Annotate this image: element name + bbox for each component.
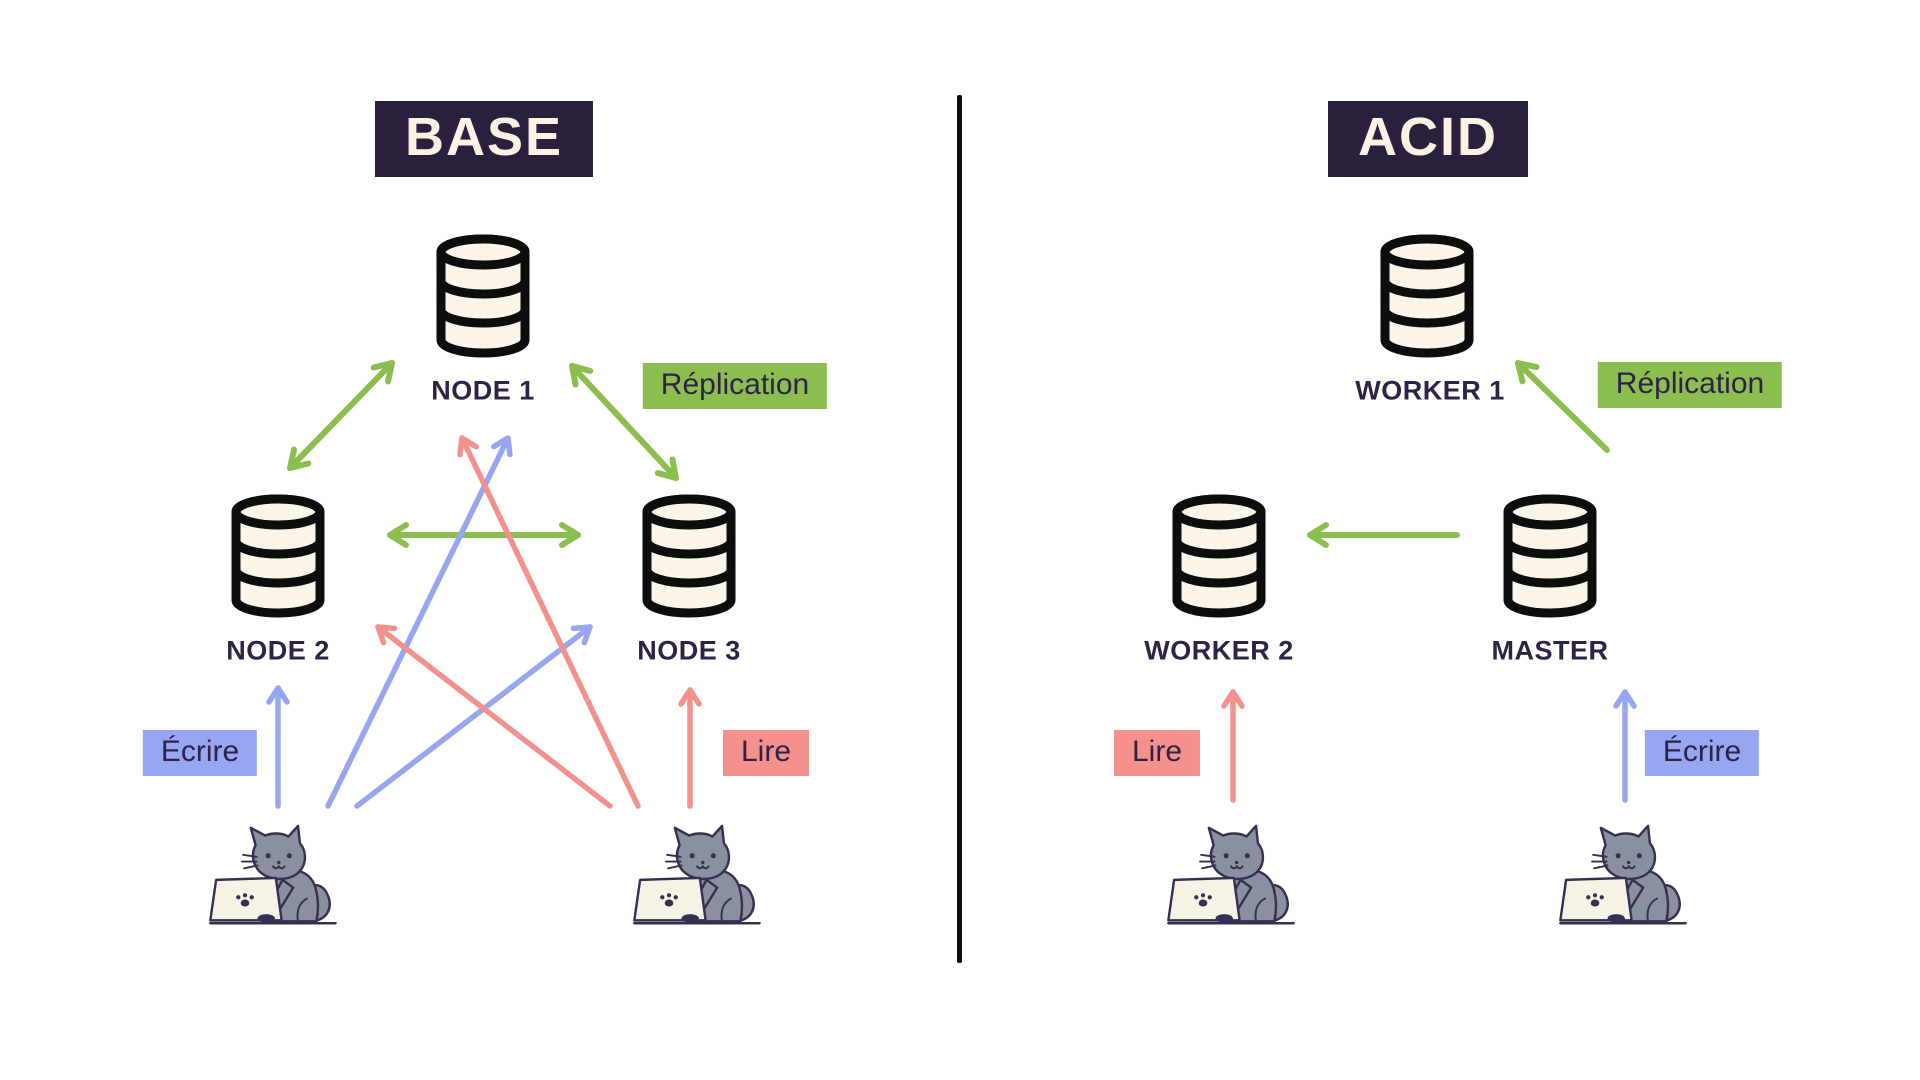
write-tag-right: Écrire — [1644, 730, 1760, 776]
cat-at-laptop-icon-reader-left — [633, 824, 761, 925]
database-icon-worker2 — [1167, 492, 1271, 620]
worker1-label: WORKER 1 — [1355, 375, 1505, 406]
database-icon-node1 — [431, 232, 535, 360]
read-tag-left: Lire — [722, 730, 810, 776]
acid-title-badge: ACID — [1328, 101, 1528, 177]
write-tag-left: Écrire — [142, 730, 258, 776]
master-label: MASTER — [1491, 635, 1609, 666]
replication-tag-left: Réplication — [642, 363, 828, 409]
cat-at-laptop-icon-writer-left — [209, 824, 337, 925]
node1-label: NODE 1 — [431, 375, 535, 406]
base-title-badge: BASE — [374, 101, 594, 177]
read-arrow-cat2-node2 — [375, 624, 613, 809]
cat-at-laptop-icon-writer-right — [1559, 824, 1687, 925]
replication-arrow-master-worker1 — [1515, 360, 1610, 453]
database-icon-master — [1498, 492, 1602, 620]
node3-label: NODE 3 — [637, 635, 741, 666]
acid-title-text: ACID — [1358, 107, 1498, 167]
replication-arrow-node1-node2 — [287, 360, 395, 471]
replication-tag-right: Réplication — [1597, 362, 1783, 408]
write-arrow-cat1-node1 — [325, 435, 513, 809]
base-title-text: BASE — [404, 107, 564, 167]
worker2-label: WORKER 2 — [1144, 635, 1294, 666]
panel-divider — [957, 95, 962, 963]
database-icon-node2 — [226, 492, 330, 620]
read-tag-right: Lire — [1113, 730, 1201, 776]
read-arrow-cat2-node1 — [457, 435, 641, 809]
node2-label: NODE 2 — [226, 635, 330, 666]
database-icon-worker1 — [1375, 232, 1479, 360]
cat-at-laptop-icon-reader-right — [1167, 824, 1295, 925]
database-icon-node3 — [637, 492, 741, 620]
write-arrow-cat1-node3 — [354, 624, 593, 809]
